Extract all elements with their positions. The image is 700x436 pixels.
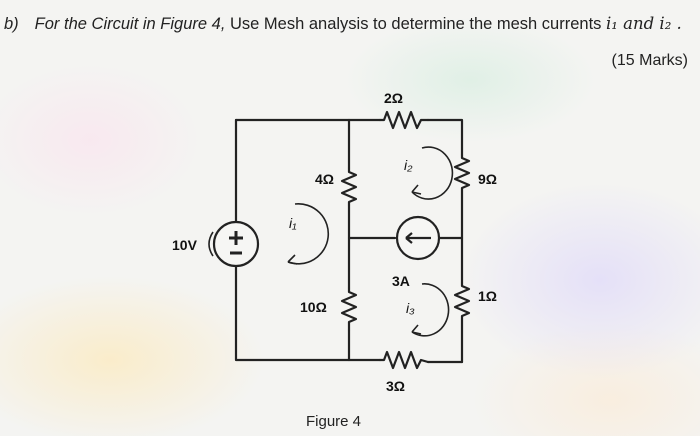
arrowhead-icon <box>411 184 422 195</box>
resistor-9ohm <box>453 153 471 285</box>
arrow-left-icon <box>405 232 431 244</box>
label-3ohm: 3Ω <box>386 378 405 394</box>
question-text: b) For the Circuit in Figure 4, Use Mesh … <box>4 14 682 34</box>
label-1ohm: 1Ω <box>478 288 497 304</box>
mesh-i2-arrow <box>411 146 454 200</box>
arrowhead-icon <box>287 254 298 265</box>
resistor-2ohm <box>378 110 430 130</box>
mesh-i1-arrow <box>287 203 330 265</box>
arrowhead-icon <box>411 324 422 335</box>
source-bracket <box>208 231 214 257</box>
resistor-1ohm <box>453 281 471 364</box>
label-mesh-i3: i₃ <box>406 300 415 316</box>
wire-top-right <box>426 118 464 157</box>
resistor-4ohm <box>340 166 358 207</box>
question-number: b) <box>4 15 19 33</box>
label-3A: 3A <box>392 273 410 289</box>
mesh-i3-arrow <box>411 283 450 337</box>
wire-left-top <box>234 118 351 170</box>
source-label: 10V <box>172 237 198 253</box>
label-9ohm: 9Ω <box>478 171 497 187</box>
question-variables: i₁ and i₂ . <box>606 14 682 33</box>
marks-label: (15 Marks) <box>611 52 688 69</box>
plus-icon <box>229 231 243 245</box>
wire-left-bottom <box>234 264 351 362</box>
current-source <box>395 215 441 261</box>
resistor-10ohm <box>340 286 358 332</box>
voltage-source <box>212 220 260 268</box>
question-body-text: Use Mesh analysis to determine the mesh … <box>230 15 602 33</box>
question-italic-text: For the Circuit in Figure 4, <box>34 15 226 33</box>
label-mesh-i2: i₂ <box>404 157 413 173</box>
label-mesh-i1: i₁ <box>289 215 297 231</box>
resistor-3ohm <box>378 350 430 370</box>
label-4ohm: 4Ω <box>315 171 334 187</box>
label-2ohm: 2Ω <box>384 90 403 106</box>
label-10ohm: 10Ω <box>300 299 327 315</box>
figure-caption: Figure 4 <box>306 413 362 430</box>
